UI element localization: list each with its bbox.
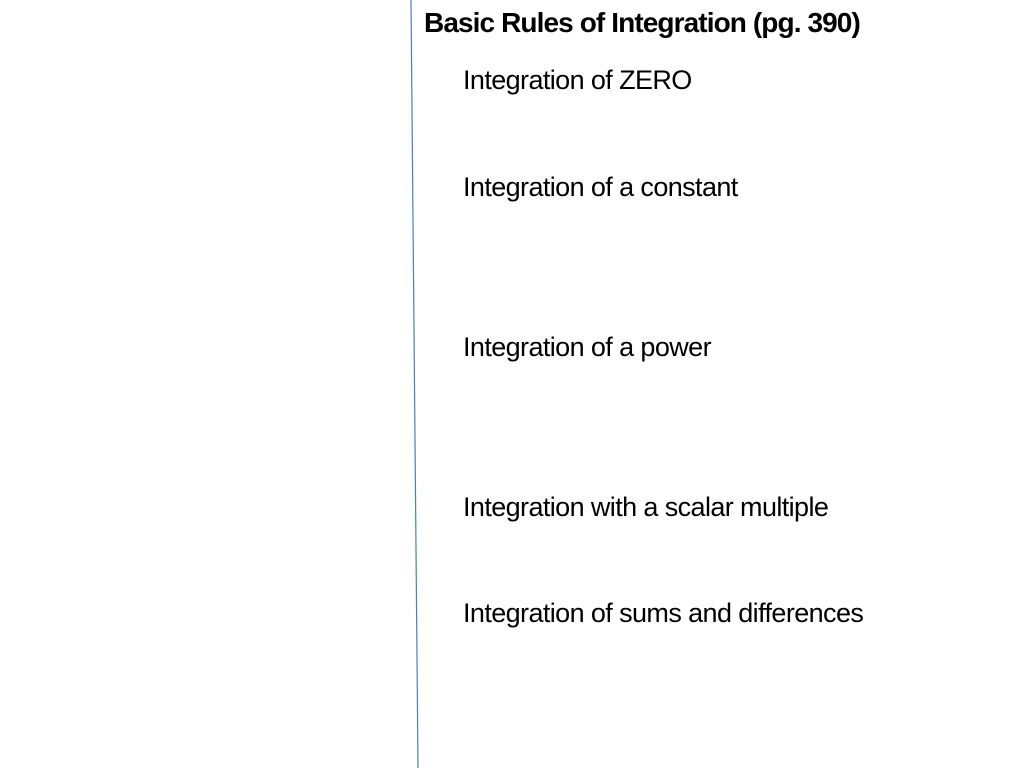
rule-integration-zero: Integration of ZERO	[463, 65, 692, 95]
rule-integration-constant: Integration of a constant	[463, 172, 738, 202]
rule-integration-sums-differences: Integration of sums and differences	[463, 598, 864, 628]
slide-title: Basic Rules of Integration (pg. 390)	[424, 7, 861, 38]
rule-integration-power: Integration of a power	[463, 332, 712, 362]
rule-integration-scalar-multiple: Integration with a scalar multiple	[463, 492, 829, 522]
divider-line	[410, 0, 419, 768]
